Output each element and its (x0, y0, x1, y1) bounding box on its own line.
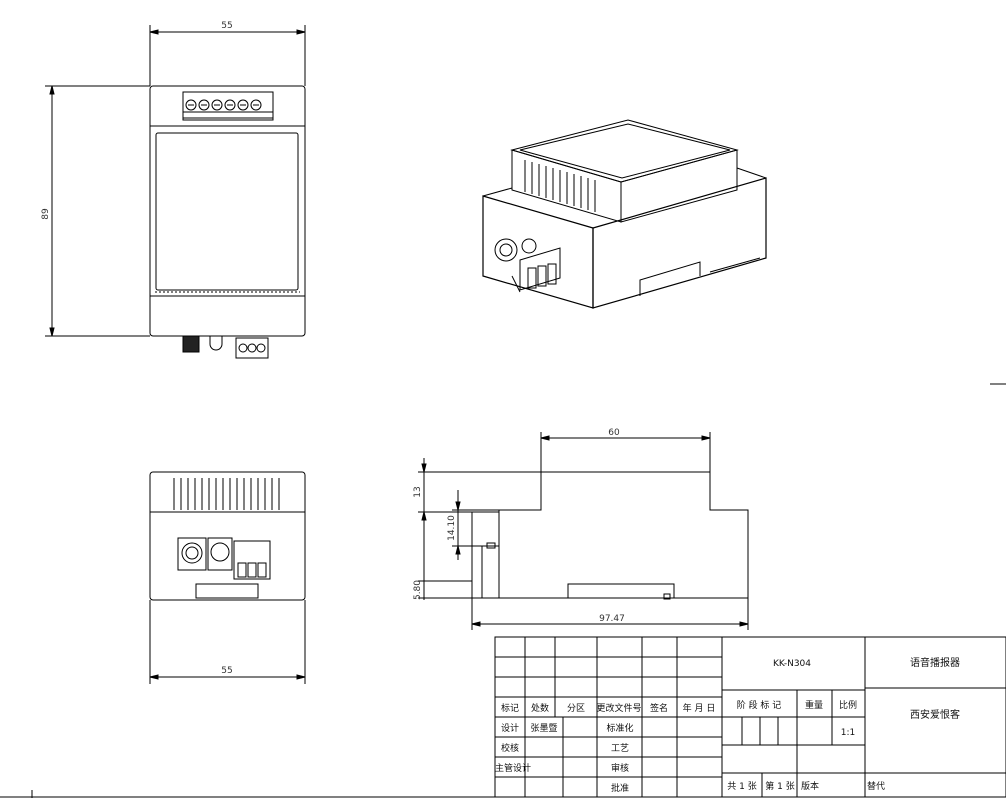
tb-row-designer: 张墨暨 (530, 723, 557, 734)
tb-product-name: 语音播报器 (910, 656, 960, 669)
dim-side-h1: 13 (413, 486, 423, 497)
bottom-view (149, 471, 306, 684)
isometric-view (482, 119, 767, 309)
tb-row-approve: 批准 (611, 782, 629, 794)
dim-front-height: 89 (41, 208, 51, 220)
tb-row-design: 设计 (501, 722, 519, 734)
tb-h-count: 处数 (531, 702, 549, 714)
tb-row-review: 审核 (611, 762, 629, 774)
dim-side-h2: 14.10 (447, 515, 457, 541)
tb-h-sign: 签名 (650, 702, 668, 714)
tb-row-check: 校核 (501, 742, 519, 754)
tb-h-zone: 分区 (567, 703, 585, 714)
tb-footer-total: 共 1 张 (727, 781, 756, 792)
tb-company: 西安爱恨客 (910, 708, 960, 721)
tb-model: KK-N304 (773, 659, 811, 669)
tb-row-process: 工艺 (611, 743, 629, 754)
tb-footer-sheet: 第 1 张 (765, 780, 794, 792)
tb-h-change-doc: 更改文件号 (596, 702, 641, 714)
tb-ratio-label: 比例 (839, 699, 857, 711)
tb-footer-version: 版本 (801, 780, 819, 792)
side-view (418, 432, 749, 630)
tb-scale: 1:1 (841, 728, 855, 738)
dim-front-width: 55 (221, 21, 232, 31)
tb-h-date: 年 月 日 (683, 702, 716, 714)
dim-side-top: 60 (608, 428, 620, 438)
dim-side-h3: 5.80 (413, 580, 423, 600)
tb-stage-label: 阶 段 标 记 (737, 699, 782, 711)
dim-side-total: 97.47 (599, 614, 625, 624)
front-view (45, 25, 306, 359)
dim-bottom-width: 55 (221, 666, 232, 676)
tb-weight-label: 重量 (805, 699, 823, 711)
tb-footer-replace: 替代 (867, 780, 885, 792)
title-block (494, 636, 1006, 798)
tb-row-chief: 主管设计 (495, 762, 531, 774)
tb-h-mark: 标记 (501, 702, 519, 714)
tb-row-standardize: 标准化 (606, 722, 633, 734)
